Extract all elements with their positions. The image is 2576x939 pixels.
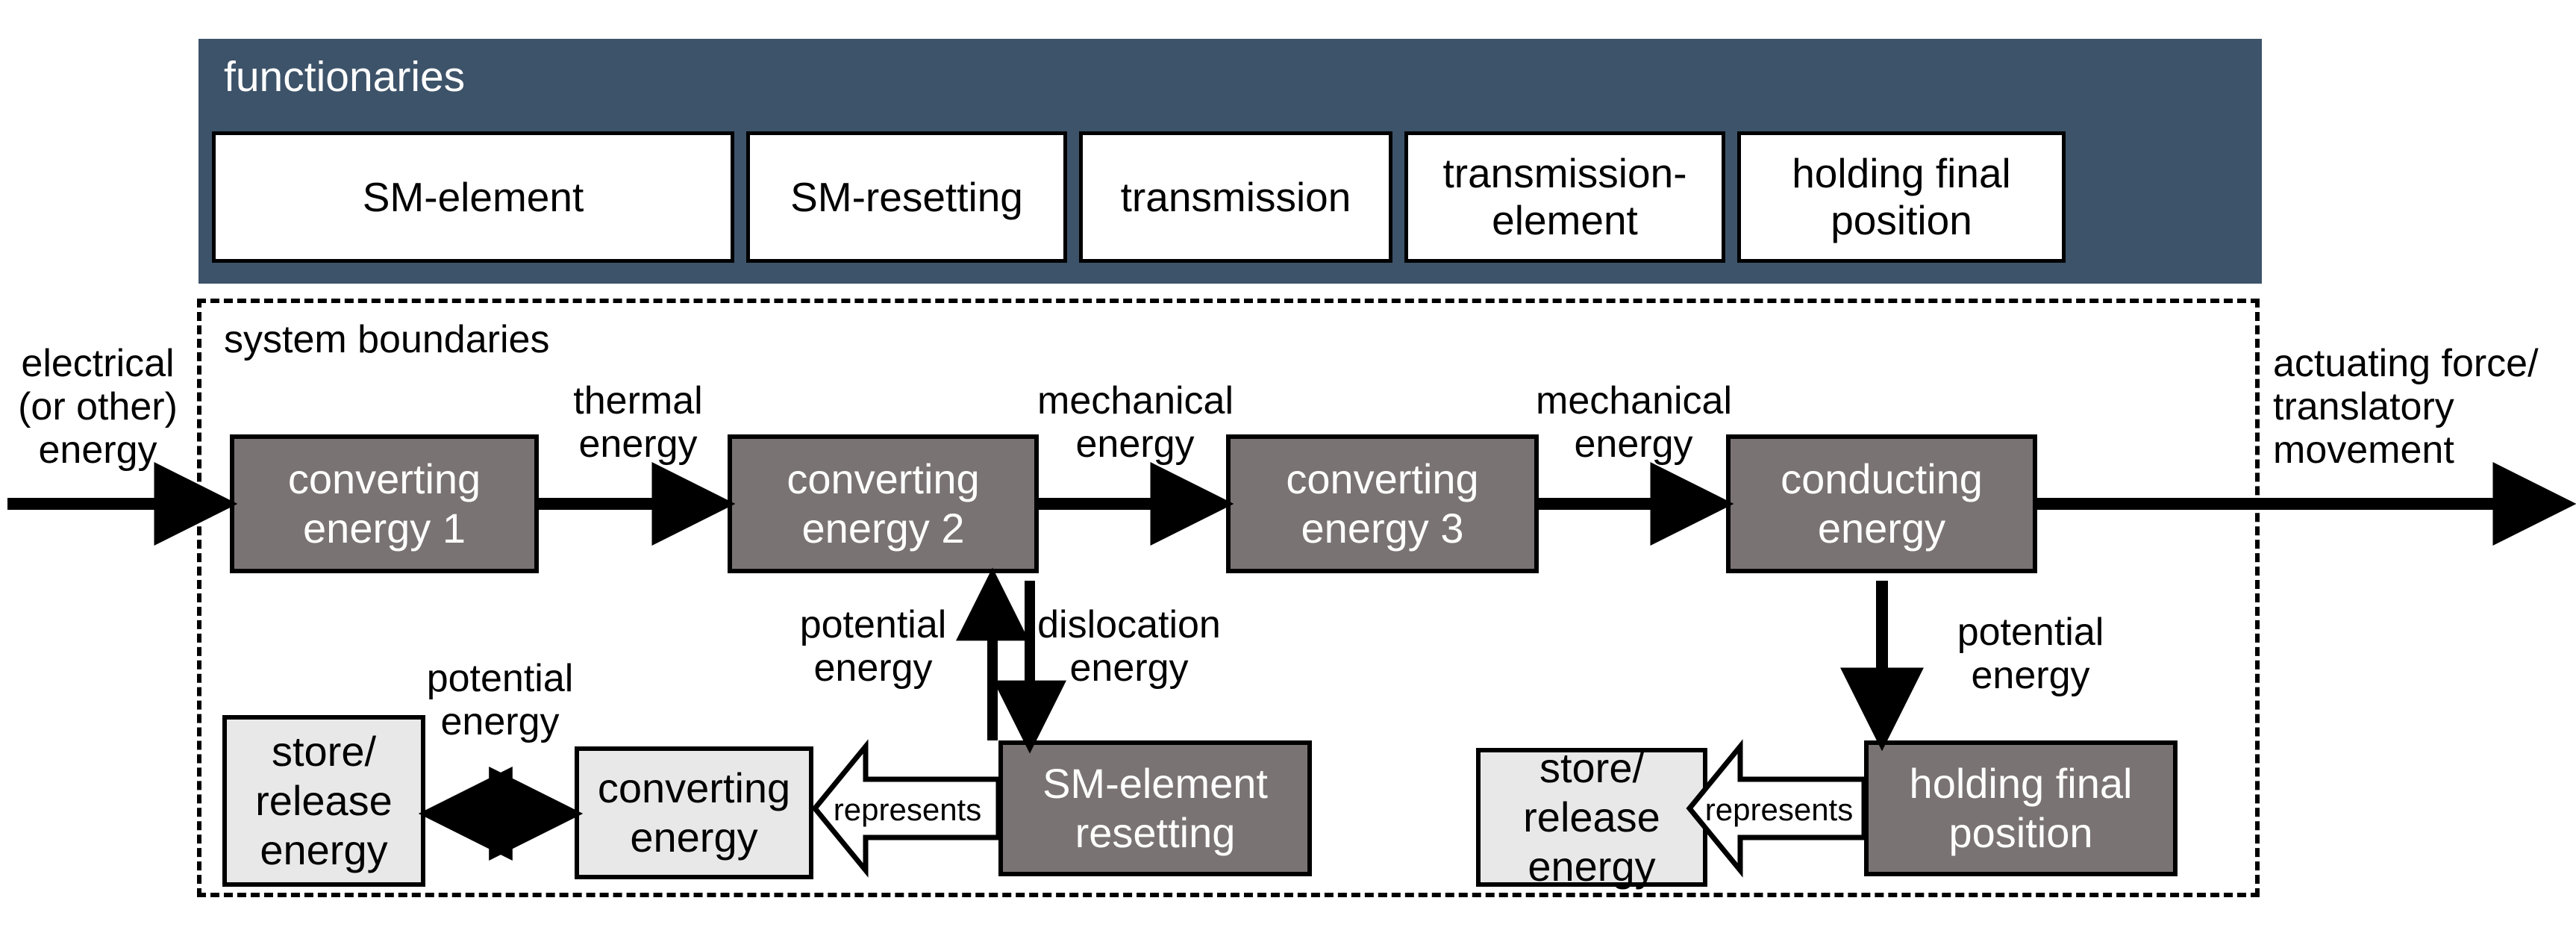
- functionary-box-holding-final-position: holding final position: [1737, 131, 2066, 263]
- label-dislocation-energy: dislocation energy: [1037, 603, 1221, 690]
- block-converting-energy-2: converting energy 2: [728, 434, 1039, 573]
- block-label: store/ release energy: [255, 728, 393, 873]
- label-potential-energy-right: potential energy: [1957, 611, 2104, 697]
- output-force-label: actuating force/ translatory movement: [2273, 342, 2539, 472]
- block-label: store/ release energy: [1523, 744, 1660, 890]
- functionary-label: transmission- element: [1442, 150, 1687, 243]
- block-label: converting energy 2: [787, 455, 980, 552]
- functionary-box-transmission-element: transmission- element: [1404, 131, 1725, 263]
- functionary-box-sm-resetting: SM-resetting: [746, 131, 1067, 263]
- functionaries-title: functionaries: [224, 53, 466, 101]
- system-boundary-box: [197, 299, 2260, 897]
- block-converting-energy-lower: converting energy: [575, 746, 813, 879]
- block-label: converting energy 1: [287, 455, 481, 552]
- block-label: holding final position: [1909, 760, 2133, 856]
- block-store-release-energy-right: store/ release energy: [1476, 744, 1707, 890]
- block-converting-energy-1: converting energy 1: [230, 434, 539, 573]
- functionary-label: SM-resetting: [790, 173, 1023, 220]
- block-label: SM-element resetting: [1042, 760, 1268, 856]
- functionary-label: SM-element: [362, 173, 584, 220]
- flow-label-mechanical-energy-1: mechanical energy: [1037, 379, 1234, 466]
- label-represents-left-top: represents: [833, 792, 982, 827]
- functionary-box-sm-element: SM-element: [212, 131, 734, 263]
- flow-label-thermal-energy: thermal energy: [573, 379, 703, 466]
- block-sm-element-resetting: SM-element resetting: [998, 740, 1312, 876]
- system-boundaries-label: system boundaries: [224, 318, 550, 361]
- label-potential-energy-up: potential energy: [799, 603, 947, 690]
- block-store-release-energy-left: store/ release energy: [222, 715, 425, 887]
- block-label: converting energy 3: [1286, 455, 1479, 552]
- block-label: converting energy: [597, 764, 791, 861]
- flow-label-mechanical-energy-2: mechanical energy: [1536, 379, 1733, 466]
- functionary-label: holding final position: [1792, 150, 2011, 243]
- functionary-box-transmission: transmission: [1079, 131, 1392, 263]
- input-energy-label: electrical (or other) energy: [18, 342, 178, 472]
- functionary-label: transmission: [1120, 173, 1351, 220]
- label-represents-right-top: represents: [1704, 792, 1854, 827]
- block-holding-final-position: holding final position: [1864, 740, 2178, 876]
- block-label: conducting energy: [1781, 455, 1983, 552]
- block-conducting-energy: conducting energy: [1726, 434, 2037, 573]
- label-potential-energy-left: potential energy: [426, 657, 574, 743]
- block-converting-energy-3: converting energy 3: [1226, 434, 1539, 573]
